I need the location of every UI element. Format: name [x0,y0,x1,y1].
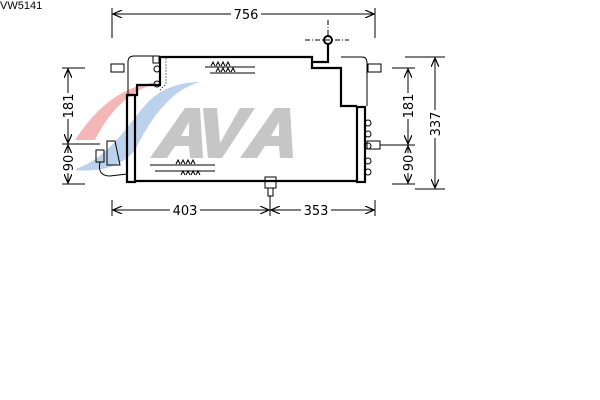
dim-outlet-to-right: 353 [304,204,329,219]
dim-overall-height: 337 [429,112,444,137]
ava-logo [72,82,293,171]
dim-right-lower-height: 90 [402,155,417,172]
dim-left-lower-height: 90 [62,155,77,172]
dim-overall-width: 756 [234,8,259,23]
dim-left-to-outlet: 403 [173,204,198,219]
dimension-lines [62,8,445,216]
outlet-fitting [264,176,277,197]
ava-logo-letters [150,108,293,158]
dim-left-upper-height: 181 [62,94,77,119]
fin-marks [175,60,236,176]
inlet-pipe [305,20,349,64]
dim-right-upper-height: 181 [402,94,417,119]
mounting-brackets [95,55,382,177]
part-code-label: VW5141 [0,0,43,12]
